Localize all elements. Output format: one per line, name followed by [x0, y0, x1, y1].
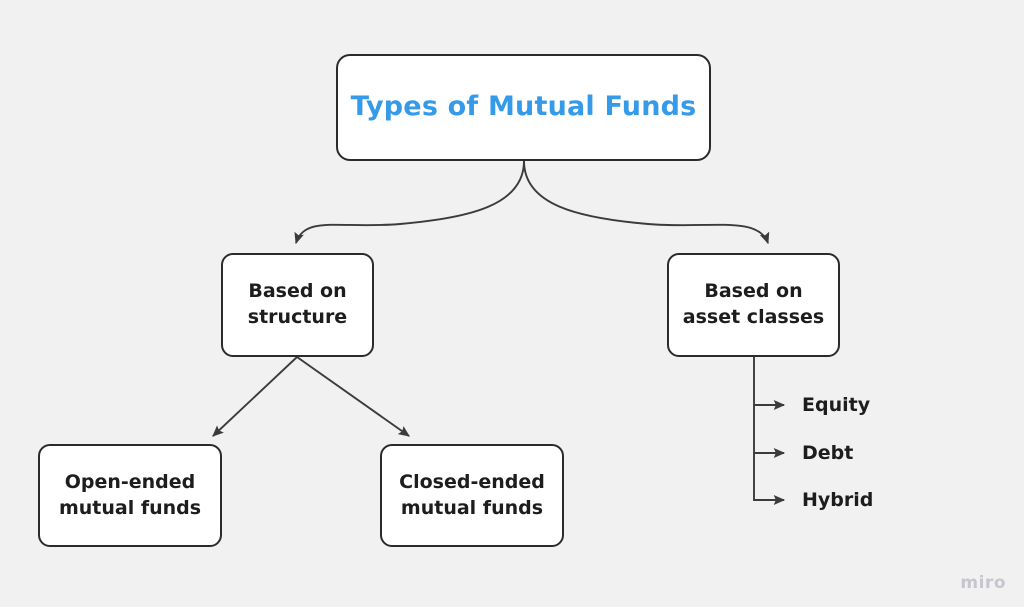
node-equity[interactable]: Equity: [802, 394, 870, 416]
miro-watermark: miro: [960, 573, 1006, 593]
node-hybrid[interactable]: Hybrid: [802, 489, 873, 511]
node-debt[interactable]: Debt: [802, 442, 853, 464]
node-based-on-structure[interactable]: Based on structure: [221, 253, 374, 357]
node-label-hybrid: Hybrid: [802, 489, 874, 511]
connector-root-to-asset-classes: [523, 160, 770, 245]
node-open-ended-mutual-funds[interactable]: Open-ended mutual funds: [38, 444, 222, 547]
node-label-closed-ended-mutual-funds: Closed-ended mutual funds: [399, 470, 545, 519]
connector-structure-to-open-ended: [212, 356, 298, 437]
node-types-of-mutual-funds[interactable]: Types of Mutual Funds: [336, 54, 711, 161]
connector-root-to-structure: [294, 160, 525, 245]
connector-structure-to-closed-ended: [296, 356, 410, 437]
node-label-based-on-asset-classes: Based on asset classes: [682, 280, 825, 328]
node-based-on-asset-classes[interactable]: Based on asset classes: [667, 253, 840, 357]
node-label-equity: Equity: [802, 394, 871, 416]
node-label-based-on-structure: Based on structure: [247, 280, 348, 328]
node-closed-ended-mutual-funds[interactable]: Closed-ended mutual funds: [380, 444, 564, 547]
node-label-root: Types of Mutual Funds: [350, 91, 697, 123]
node-label-debt: Debt: [802, 442, 854, 464]
node-label-open-ended-mutual-funds: Open-ended mutual funds: [58, 470, 202, 519]
